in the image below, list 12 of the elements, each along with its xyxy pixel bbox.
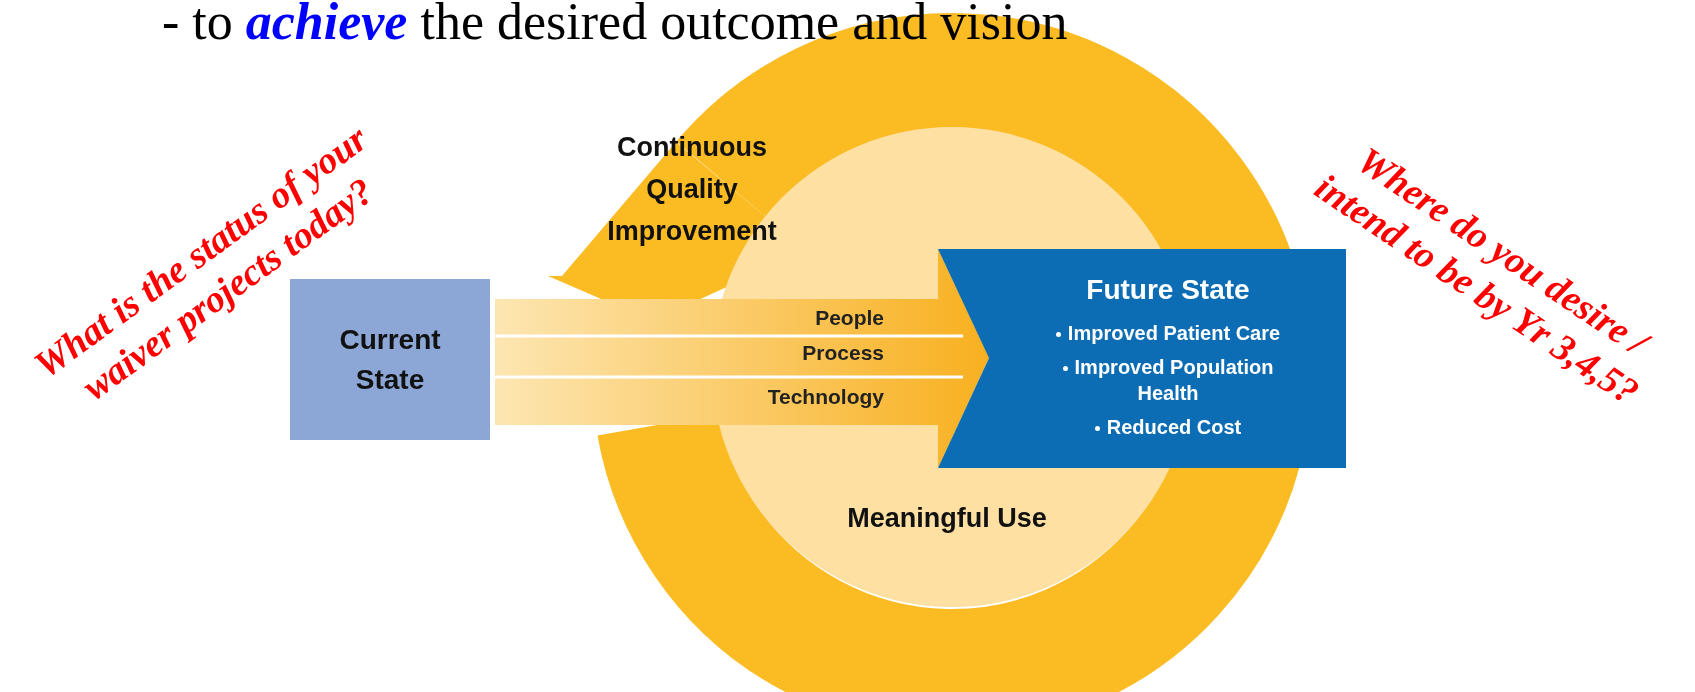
band-label: Process <box>801 341 884 365</box>
box-title: Current State <box>338 322 442 397</box>
band-label: Technology <box>766 385 884 409</box>
process-box <box>290 279 490 440</box>
band-label: People <box>814 306 884 330</box>
arrow <box>495 249 989 468</box>
box-title: Future State <box>1086 273 1250 306</box>
bullet-item: Improved Patient Care <box>1053 319 1283 346</box>
bullet-item: Improved Population Health <box>1043 353 1293 406</box>
ring-label: Meaningful Use <box>847 502 1047 535</box>
chevron-box <box>938 249 1346 468</box>
bullet-item: Reduced Cost <box>1053 413 1283 440</box>
